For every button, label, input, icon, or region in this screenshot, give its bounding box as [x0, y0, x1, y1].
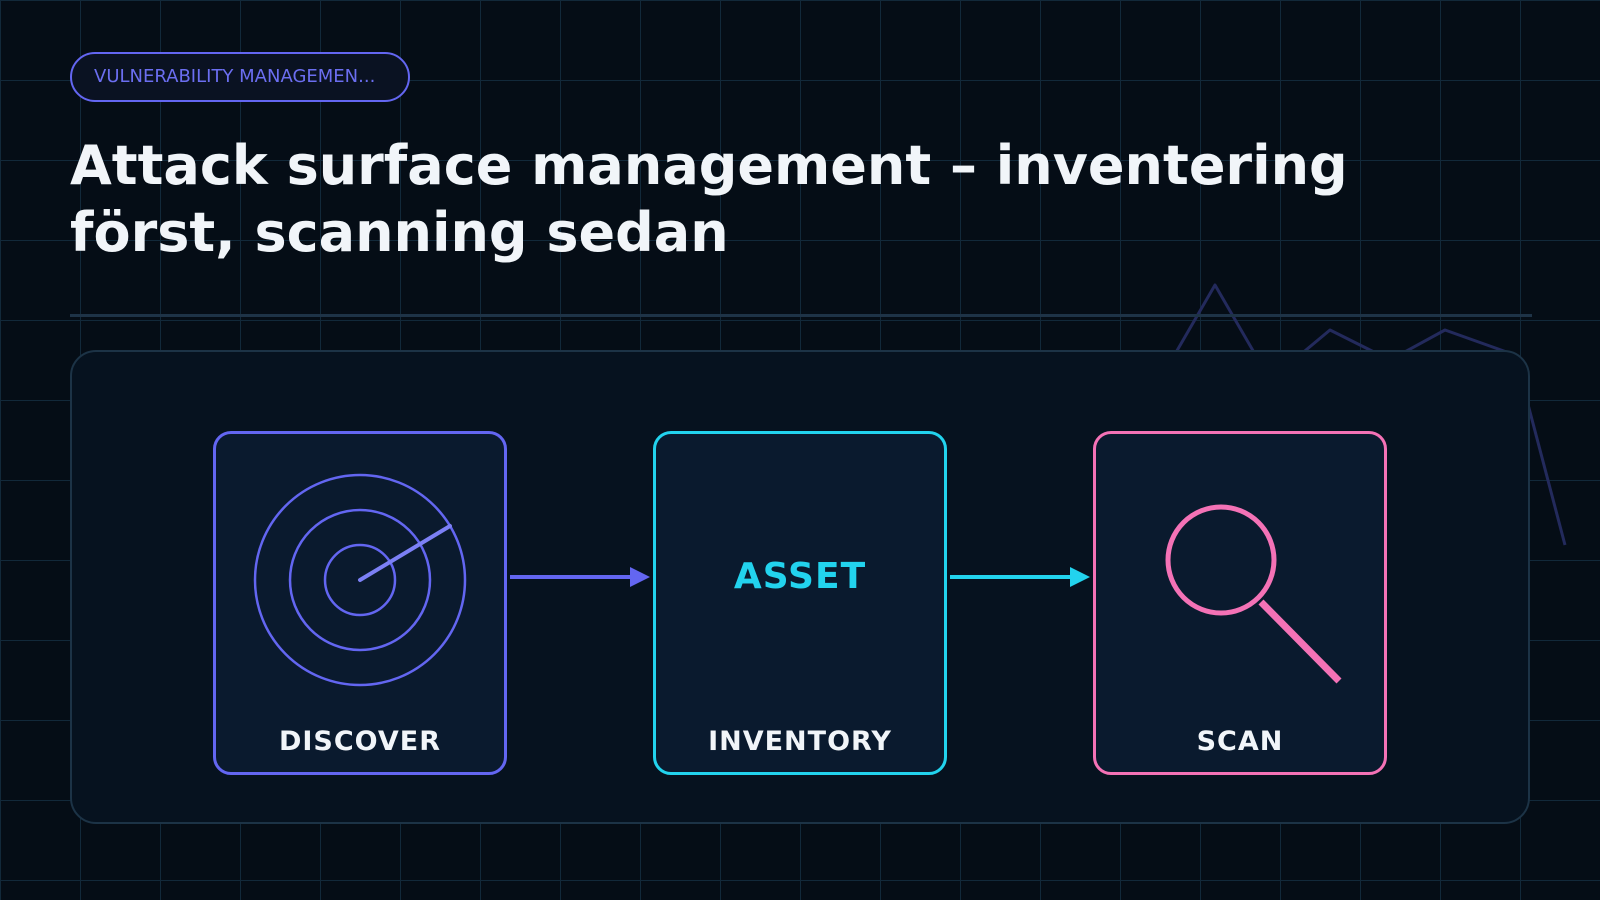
magnifier-icon: [1165, 504, 1342, 684]
flow-arrow-discover-to-inventory: [510, 567, 650, 587]
radar-icon: [253, 473, 467, 687]
flow-arrow-inventory-to-scan: [950, 567, 1090, 587]
flow-node-label: DISCOVER: [278, 726, 442, 757]
asset-label: ASSET: [733, 556, 867, 597]
category-tag: VULNERABILITY MANAGEMEN...: [70, 52, 410, 102]
flow-node-scan: SCAN: [1093, 431, 1387, 775]
flow-node-label: INVENTORY: [708, 726, 892, 757]
title-divider: [70, 314, 1532, 317]
flow-node-inventory: ASSET INVENTORY: [653, 431, 947, 775]
flow-node-discover: DISCOVER: [213, 431, 507, 775]
flow-node-label: SCAN: [1196, 726, 1284, 757]
page-title: Attack surface management – inventering …: [70, 134, 1348, 264]
